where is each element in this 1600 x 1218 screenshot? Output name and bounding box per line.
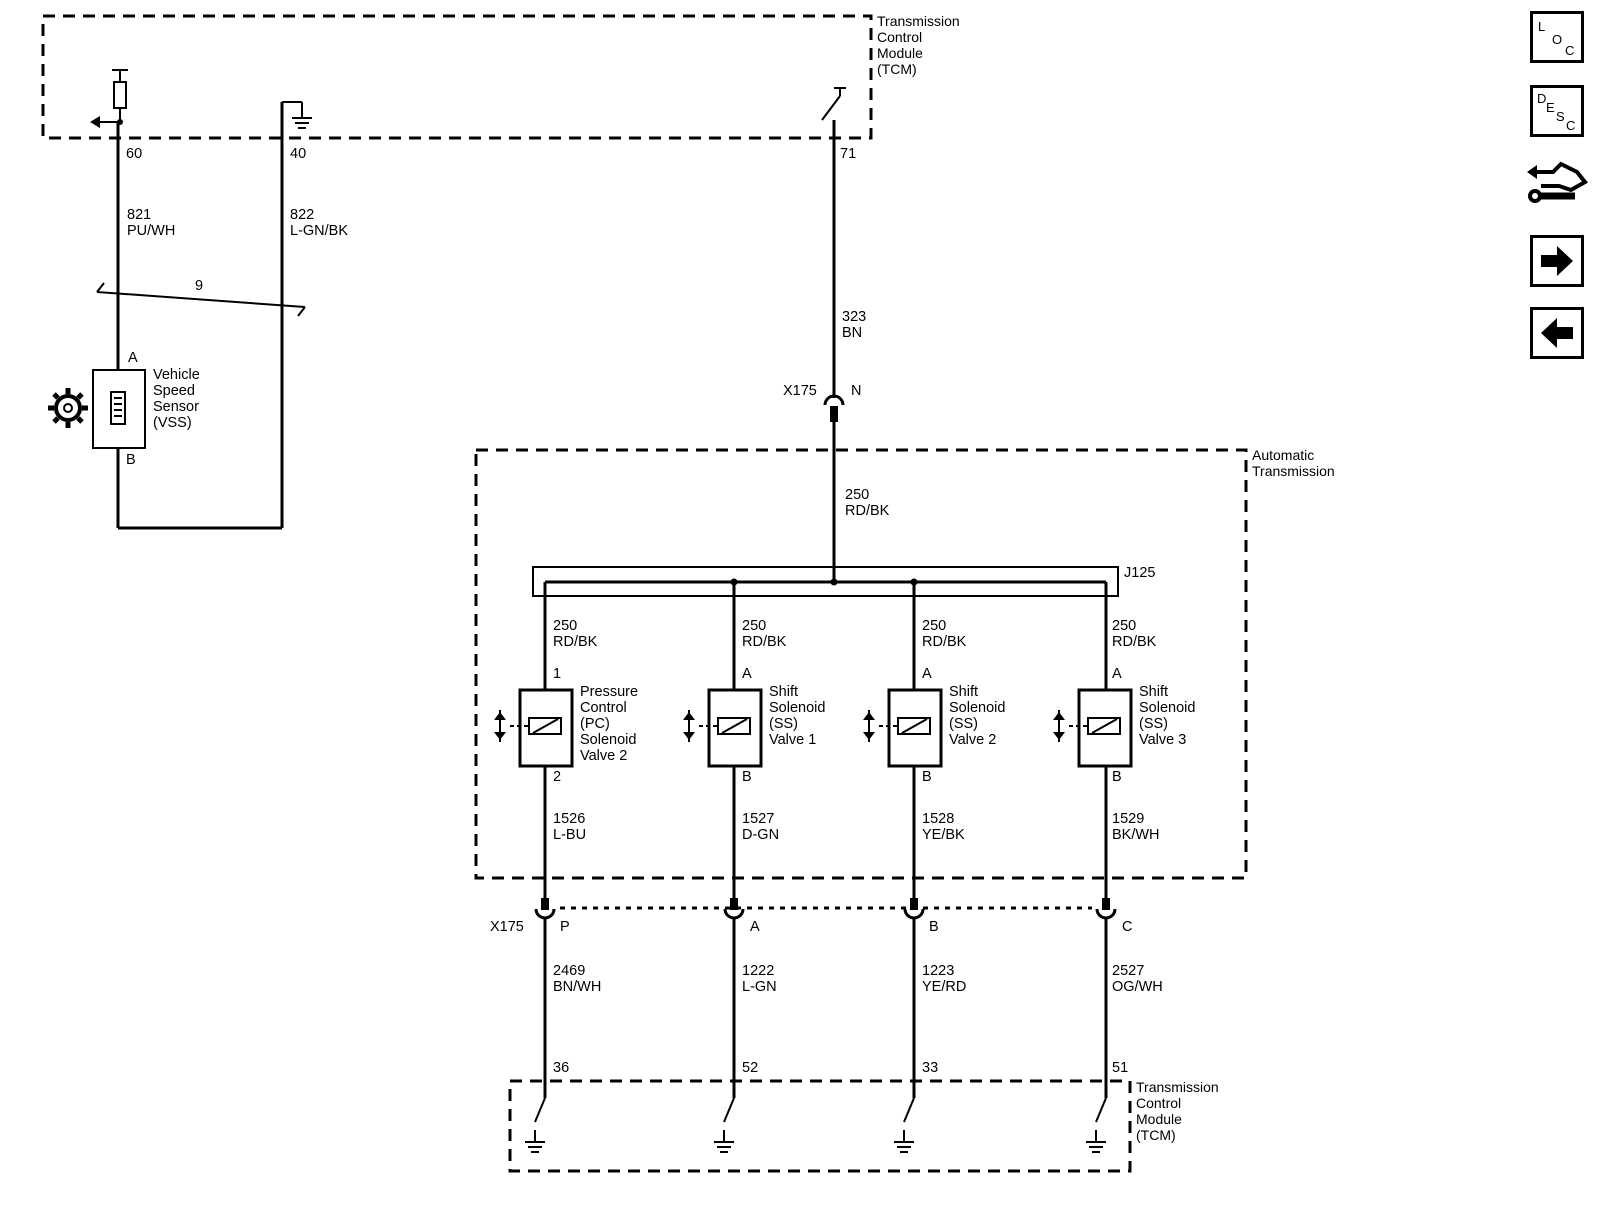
pin-51: 51 xyxy=(1112,1060,1128,1076)
tcm-low-side-switch-2 xyxy=(714,1097,735,1153)
solenoid-1-pin-top: 1 xyxy=(553,666,561,682)
pin-36: 36 xyxy=(553,1060,569,1076)
connector-wrench-icon[interactable] xyxy=(1525,152,1589,216)
solenoid-3-pin-top: A xyxy=(922,666,932,682)
solenoid-2-label: Shift Solenoid (SS) Valve 1 xyxy=(769,684,829,748)
wire-2527-label: 2527 OG/WH xyxy=(1112,963,1163,995)
tcm-bottom-label: Transmission Control Module (TCM) xyxy=(1136,1079,1223,1143)
x175-pin-p: P xyxy=(560,919,570,935)
desc-letter-s: S xyxy=(1556,109,1565,124)
wire-1527-label: 1527 D-GN xyxy=(742,811,779,843)
description-button[interactable]: D E S C xyxy=(1530,85,1584,137)
solenoid-pc-valve-2 xyxy=(494,582,574,906)
vss-body xyxy=(92,369,146,449)
solenoid-1-pin-bottom: 2 xyxy=(553,769,561,785)
tcm-low-side-switch-1 xyxy=(525,1097,546,1153)
desc-letter-e: E xyxy=(1546,100,1555,115)
solenoid-2-pin-bottom: B xyxy=(742,769,752,785)
solenoid-1-label: Pressure Control (PC) Solenoid Valve 2 xyxy=(580,684,642,764)
wire-323-label: 323 BN xyxy=(842,309,870,341)
wire-250-4-label: 250 RD/BK xyxy=(1112,618,1157,650)
solenoid-3-pin-bottom: B xyxy=(922,769,932,785)
wire-821-label: 821 PU/WH xyxy=(127,207,175,239)
pin-33: 33 xyxy=(922,1060,938,1076)
x175-pin-b: B xyxy=(929,919,939,935)
wire-1222-label: 1222 L-GN xyxy=(742,963,778,995)
pin-60: 60 xyxy=(126,146,142,162)
wire-1528-label: 1528 YE/BK xyxy=(922,811,965,843)
wire-2469-label: 2469 BN/WH xyxy=(553,963,601,995)
x175-bottom-label: X175 xyxy=(490,919,524,935)
vss-label: Vehicle Speed Sensor (VSS) xyxy=(153,367,204,431)
tcm-low-side-switch-3 xyxy=(894,1097,915,1153)
previous-page-button[interactable] xyxy=(1530,307,1584,359)
arrow-left-icon xyxy=(1541,318,1573,348)
vss-pin-b: B xyxy=(126,452,136,468)
loc-letter-l: L xyxy=(1538,19,1546,34)
next-page-button[interactable] xyxy=(1530,235,1584,287)
desc-letter-c: C xyxy=(1566,118,1576,133)
loc-letter-o: O xyxy=(1552,32,1563,47)
wire-250-main-label: 250 RD/BK xyxy=(845,487,890,519)
x175-pin-c: C xyxy=(1122,919,1132,935)
tcm-switch-symbol xyxy=(821,87,846,138)
connector-x175-n xyxy=(823,394,845,422)
pin-40: 40 xyxy=(290,146,306,162)
arrow-right-icon xyxy=(1541,246,1573,276)
pin-52: 52 xyxy=(742,1060,758,1076)
x175-top-label: X175 xyxy=(783,383,817,399)
tcm-top-box xyxy=(41,14,873,140)
wire-1223-label: 1223 YE/RD xyxy=(922,963,966,995)
wire-250-1-label: 250 RD/BK xyxy=(553,618,598,650)
splice-j125 xyxy=(532,566,1119,597)
wire-250-3-label: 250 RD/BK xyxy=(922,618,967,650)
pin-71: 71 xyxy=(840,146,856,162)
wire-1529-label: 1529 BK/WH xyxy=(1112,811,1160,843)
solenoid-3-label: Shift Solenoid (SS) Valve 2 xyxy=(949,684,1009,748)
tcm-top-label: Transmission Control Module (TCM) xyxy=(877,13,964,77)
pullup-resistor-symbol xyxy=(90,69,128,128)
twist-count: 9 xyxy=(195,278,203,294)
wire-1526-label: 1526 L-BU xyxy=(553,811,589,843)
x175-pin-a: A xyxy=(750,919,760,935)
twisted-pair-marker xyxy=(96,282,306,317)
solenoid-ss-valve-2 xyxy=(863,582,943,906)
desc-letter-d: D xyxy=(1537,91,1547,106)
solenoid-2-pin-top: A xyxy=(742,666,752,682)
solenoid-4-pin-top: A xyxy=(1112,666,1122,682)
gear-icon xyxy=(48,388,88,428)
auto-trans-box xyxy=(474,448,1248,880)
auto-trans-label: Automatic Transmission xyxy=(1252,447,1335,479)
tcm-bottom-box xyxy=(508,1079,1132,1173)
solenoid-4-label: Shift Solenoid (SS) Valve 3 xyxy=(1139,684,1199,748)
solenoid-4-pin-bottom: B xyxy=(1112,769,1122,785)
vss-pin-a: A xyxy=(128,350,138,366)
wire-822-label: 822 L-GN/BK xyxy=(290,207,348,239)
splice-j125-label: J125 xyxy=(1124,565,1155,581)
solenoid-ss-valve-1 xyxy=(683,582,763,906)
location-button[interactable]: L O C xyxy=(1530,11,1584,63)
tcm-low-side-switch-4 xyxy=(1086,1097,1107,1153)
tcm-ground-symbol xyxy=(282,101,312,129)
wire-250-2-label: 250 RD/BK xyxy=(742,618,787,650)
loc-letter-c: C xyxy=(1565,43,1575,58)
solenoid-ss-valve-3 xyxy=(1053,582,1133,906)
x175-top-pin: N xyxy=(851,383,861,399)
